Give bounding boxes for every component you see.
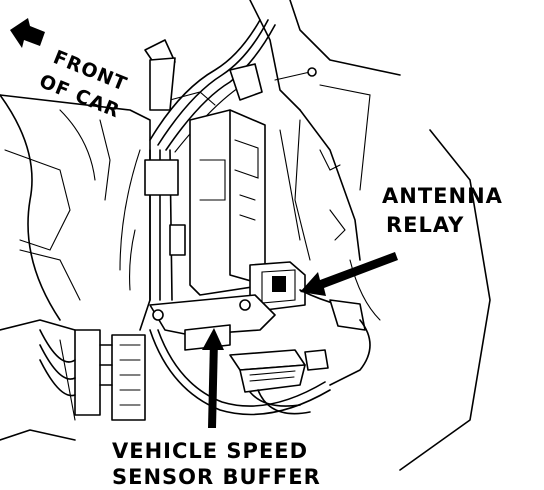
body-panel <box>0 94 151 441</box>
callout-arrow-icon <box>202 328 224 428</box>
vss-buffer-label-line2: SENSOR BUFFER <box>112 465 321 489</box>
front-arrow-icon <box>10 18 45 48</box>
left-harness <box>119 149 186 301</box>
dash-structure <box>249 0 491 471</box>
vss-buffer-label-line1: VEHICLE SPEED <box>112 439 308 463</box>
vss-buffer-module <box>229 349 329 415</box>
upper-harness <box>144 19 317 153</box>
antenna-relay-label-line1: ANTENNA <box>382 184 503 208</box>
mounting-bracket <box>149 294 276 351</box>
antenna-relay-label-line2: RELAY <box>386 213 464 237</box>
callout-arrow-icon <box>300 252 398 296</box>
lower-connectors <box>39 329 331 421</box>
